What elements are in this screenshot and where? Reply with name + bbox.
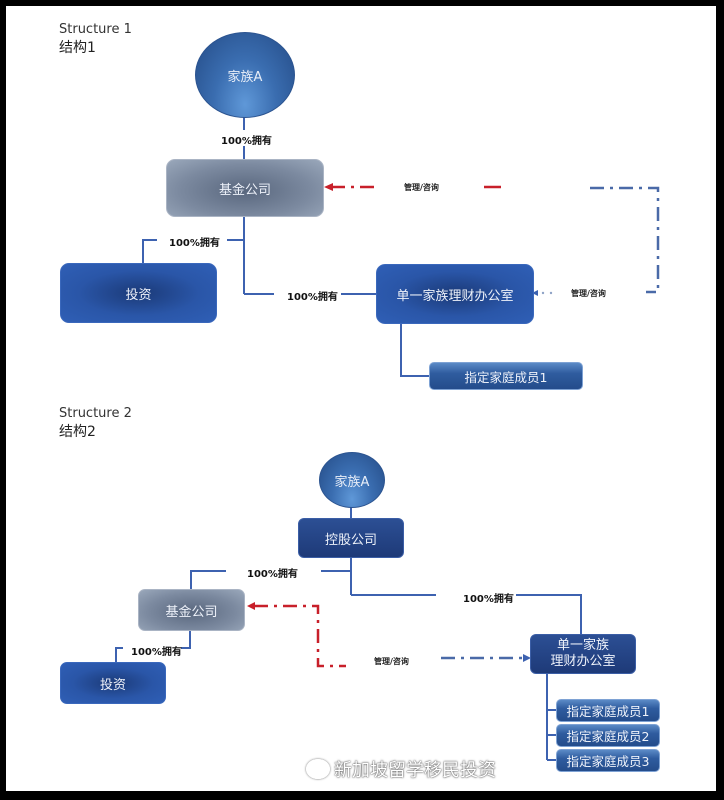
s2-line-fund-to-invest-label [181, 629, 191, 649]
structure2-title-zh: 结构2 [59, 424, 96, 440]
s2-own-label-fund: 100%拥有 [247, 569, 298, 580]
s1-fund-company-label: 基金公司 [218, 182, 271, 198]
s1-own-label-top: 100%拥有 [221, 136, 272, 147]
s1-member-node: 指定家庭成员1 [429, 362, 583, 390]
s2-member-node-3: 指定家庭成员3 [556, 749, 660, 772]
line-label-to-invest [142, 239, 157, 264]
s2-member-node-2: 指定家庭成员2 [556, 724, 660, 747]
s2-sfo-node: 单一家族 理财办公室 [530, 634, 636, 674]
mgmt-blue-arrowhead [532, 290, 538, 296]
s1-own-label-invest: 100%拥有 [169, 238, 220, 249]
s2-member-label-2: 指定家庭成员2 [566, 729, 650, 744]
s1-mgmt-label-right: 管理/咨询 [571, 289, 606, 298]
diagram-page: Structure 1 结构1 家族A 100%拥有 基金公司 100%拥有 投… [6, 6, 716, 791]
s1-family-node: 家族A [195, 32, 295, 118]
s2-sfo-label-line1: 单一家族 [556, 638, 609, 653]
s1-mgmt-label-top: 管理/咨询 [404, 183, 439, 192]
s2-fund-company-label: 基金公司 [165, 604, 218, 620]
s2-investment-label: 投资 [99, 677, 126, 693]
s2-own-label-sfo: 100%拥有 [463, 594, 514, 605]
s2-family-node: 家族A [319, 452, 385, 508]
watermark-text: 新加坡留学移民投资 [334, 760, 496, 781]
mgmt-red-arrowhead [324, 183, 333, 191]
s1-member-label: 指定家庭成员1 [464, 369, 548, 385]
s2-line-to-fund [190, 570, 226, 589]
s1-investment-label: 投资 [125, 287, 152, 303]
s2-family-label: 家族A [334, 474, 370, 490]
structure1-title-zh: 结构1 [59, 40, 96, 56]
s2-investment-node: 投资 [60, 662, 166, 704]
s1-sfo-label: 单一家族理财办公室 [396, 288, 514, 304]
s2-holding-company-label: 控股公司 [324, 532, 377, 548]
s2-line-to-invest [115, 647, 123, 662]
mgmt-blue-line [590, 186, 660, 294]
s2-member-label-3: 指定家庭成员3 [566, 754, 650, 769]
watermark: 新加坡留学移民投资 [306, 756, 496, 782]
wechat-icon [306, 759, 330, 779]
s1-own-label-sfo: 100%拥有 [287, 292, 338, 303]
s2-member-node-1: 指定家庭成员1 [556, 699, 660, 722]
s2-member-label-1: 指定家庭成员1 [566, 704, 650, 719]
s2-mgmt-red-arrowhead [247, 602, 255, 610]
s2-line-to-sfo [516, 594, 582, 634]
connector-lines [115, 114, 660, 761]
line-sfo-to-member [400, 324, 429, 377]
s1-fund-company-node: 基金公司 [166, 159, 324, 217]
s2-fund-company-node: 基金公司 [138, 589, 245, 631]
s2-own-label-invest: 100%拥有 [131, 647, 182, 658]
s1-sfo-node: 单一家族理财办公室 [376, 264, 534, 324]
s2-mgmt-blue-arrowhead [523, 654, 531, 662]
structure1-title-en: Structure 1 [59, 22, 132, 37]
s2-mgmt-label: 管理/咨询 [374, 657, 409, 666]
s2-sfo-label-line2: 理财办公室 [550, 654, 616, 669]
s1-family-label: 家族A [227, 69, 263, 85]
s2-holding-company-node: 控股公司 [298, 518, 404, 558]
structure2-title-en: Structure 2 [59, 406, 132, 421]
s2-mgmt-red-line [254, 604, 346, 668]
s1-investment-node: 投资 [60, 263, 217, 323]
